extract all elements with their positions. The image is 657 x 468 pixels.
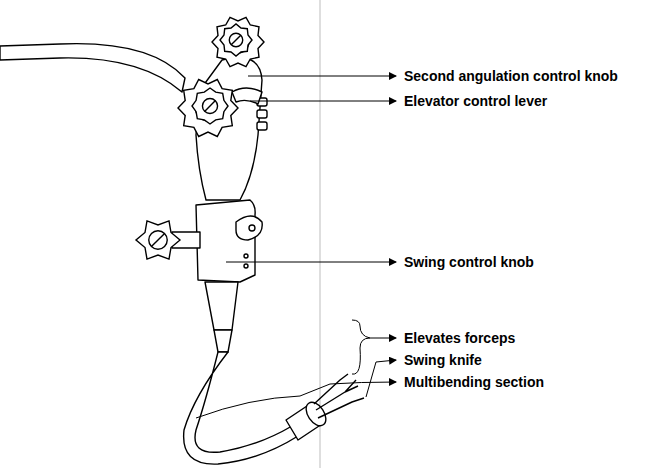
knob-hub (229, 33, 242, 46)
knob-hub (149, 231, 167, 249)
gear-knob (136, 221, 180, 259)
part-label: Elevates forceps (403, 330, 516, 346)
pivot (249, 225, 255, 231)
leader-line (226, 262, 396, 263)
part-label: Swing knife (403, 352, 483, 368)
knob-hub (202, 98, 217, 113)
leader-line (370, 338, 396, 339)
swing-knife-wire (314, 374, 348, 404)
leader-line (196, 382, 396, 418)
knob-slot (205, 101, 216, 112)
swing-lever (236, 216, 262, 240)
gear-knob (178, 80, 238, 137)
lever-stud (257, 110, 267, 118)
forceps-jaws (345, 380, 358, 392)
leader-line (248, 76, 396, 77)
swing-knife (318, 398, 364, 418)
endoscope-drawing (0, 44, 364, 464)
part-label: Second angulation control knob (403, 68, 619, 84)
part-label: Multibending section (403, 374, 545, 390)
elevator-lever (232, 88, 262, 104)
gear-knob (212, 17, 264, 66)
gear-knob (220, 24, 252, 56)
control-knobs (136, 17, 264, 259)
part-label: Elevator control lever (403, 93, 548, 109)
part-label: Swing control knob (403, 254, 535, 270)
gear-knob (192, 88, 228, 124)
leader-line (366, 360, 396, 397)
universal-cord (0, 44, 185, 92)
strain-relief (214, 330, 232, 352)
screw (244, 254, 248, 258)
knob-slot (151, 233, 164, 246)
grip-taper (205, 282, 238, 330)
leader-lines (196, 76, 396, 418)
leader-line (250, 101, 396, 102)
knob-slot (231, 35, 241, 45)
swing-clamp (196, 200, 255, 282)
lever-stud (257, 122, 267, 130)
screw (244, 264, 248, 268)
insertion-tube (184, 352, 298, 464)
bracket (352, 320, 370, 374)
